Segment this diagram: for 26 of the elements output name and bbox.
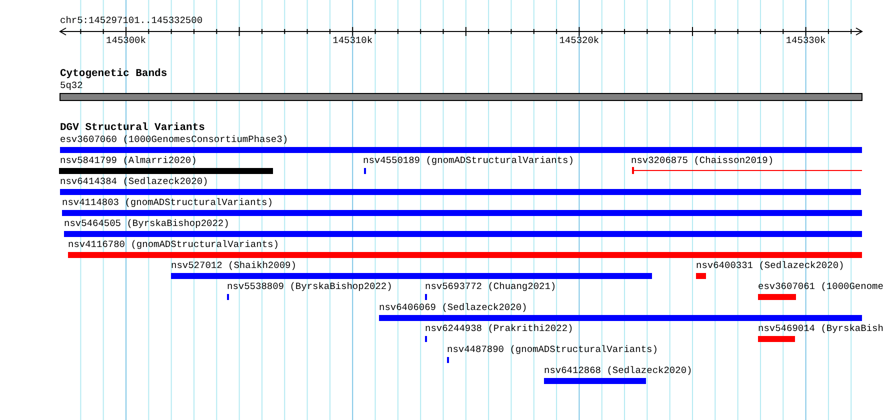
region-coordinates: chr5:145297101..145332500 bbox=[60, 15, 203, 27]
variant-label: nsv6406069 (Sedlazeck2020) bbox=[379, 302, 528, 314]
variant-label: nsv4114803 (gnomADStructuralVariants) bbox=[62, 197, 273, 209]
track-title: DGV Structural Variants bbox=[60, 122, 205, 134]
variant-label: nsv4116780 (gnomADStructuralVariants) bbox=[68, 239, 279, 251]
tick-label: 145320k bbox=[559, 35, 600, 47]
tick-label: 145300k bbox=[106, 35, 146, 47]
tick-label: 145310k bbox=[332, 35, 373, 47]
variant-label: nsv5693772 (Chuang2021) bbox=[425, 281, 556, 293]
variant-label: nsv6412868 (Sedlazeck2020) bbox=[544, 365, 692, 377]
track-title: Cytogenetic Bands bbox=[60, 68, 168, 80]
variant-label: nsv6414384 (Sedlazeck2020) bbox=[60, 176, 208, 188]
variant-label: nsv527012 (Shaikh2009) bbox=[171, 260, 296, 272]
variant-label: esv3607061 (1000Genome bbox=[758, 281, 884, 293]
tick-label: 145330k bbox=[786, 35, 826, 47]
variant-label: nsv4487890 (gnomADStructuralVariants) bbox=[447, 344, 658, 356]
variant-label: nsv3206875 (Chaisson2019) bbox=[631, 155, 774, 167]
variant-label: nsv4550189 (gnomADStructuralVariants) bbox=[363, 155, 574, 167]
band-label: 5q32 bbox=[60, 80, 83, 92]
variant-label: esv3607060 (1000GenomesConsortiumPhase3) bbox=[60, 134, 288, 146]
variant-label: nsv5469014 (ByrskaBish bbox=[758, 323, 884, 335]
variant-label: nsv5538809 (ByrskaBishop2022) bbox=[227, 281, 392, 293]
variant-label: nsv6400331 (Sedlazeck2020) bbox=[696, 260, 844, 272]
variant-label: nsv5841799 (Almarri2020) bbox=[60, 155, 197, 167]
variant-label: nsv6244938 (Prakrithi2022) bbox=[425, 323, 574, 335]
variant-label: nsv5464505 (ByrskaBishop2022) bbox=[64, 218, 230, 230]
